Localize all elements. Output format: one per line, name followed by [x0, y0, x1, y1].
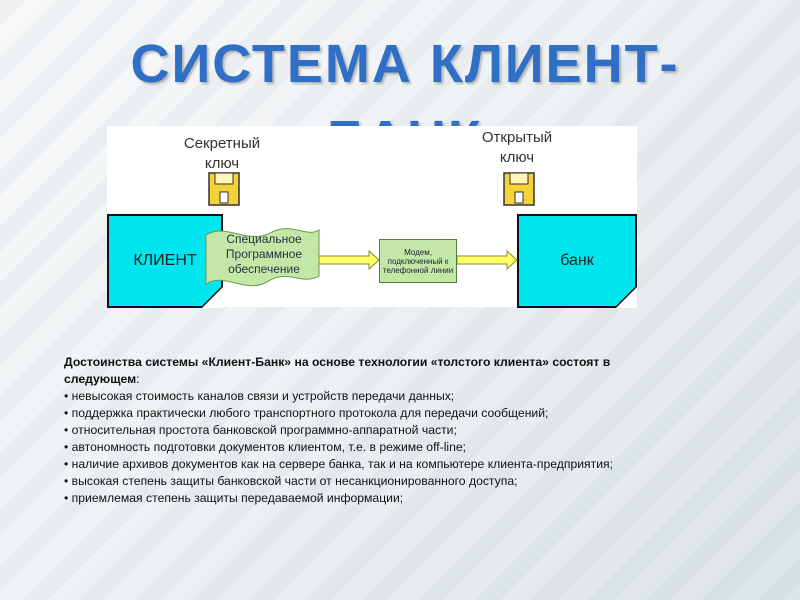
list-item: • наличие архивов документов как на серв…	[64, 457, 614, 471]
software-banner	[205, 228, 320, 287]
secret-key-label: Секретный ключ	[167, 134, 277, 174]
secret-key-label-line1: Секретный	[183, 135, 261, 152]
page-fold-icon	[615, 286, 637, 308]
list-item: • автономность подготовки документов кли…	[64, 440, 467, 454]
advantages-lead-colon: :	[136, 372, 140, 386]
modem-box: Модем, подключенный к телефонной линии	[379, 239, 457, 283]
list-item: • приемлемая степень защиты передаваемой…	[64, 491, 404, 505]
list-item: • невысокая стоимость каналов связи и ус…	[64, 389, 455, 403]
public-key-label-line2: ключ	[499, 149, 535, 166]
client-bank-diagram: Секретный ключ Открытый ключ КЛИЕНТ банк	[107, 126, 637, 308]
client-label: КЛИЕНТ	[133, 252, 197, 269]
advantages-heading: Достоинства системы «Клиент-Банк» на осн…	[64, 354, 686, 388]
software-label: Специальное Программное обеспечение	[209, 232, 319, 277]
arrow-right-icon	[456, 249, 518, 271]
software-label-line1: Специальное	[226, 232, 302, 246]
advantages-lead: Достоинства системы «Клиент-Банк» на осн…	[64, 355, 611, 386]
software-label-line2: Программное	[225, 247, 303, 261]
software-label-line3: обеспечение	[228, 262, 300, 276]
bank-label: банк	[560, 252, 594, 269]
floppy-disk-icon	[208, 172, 240, 206]
list-item: • высокая степень защиты банковской част…	[64, 474, 518, 488]
client-box: КЛИЕНТ	[107, 214, 223, 308]
public-key-label: Открытый ключ	[462, 128, 572, 168]
advantages-text: Достоинства системы «Клиент-Банк» на осн…	[64, 354, 686, 507]
list-item: • относительная простота банковской прог…	[64, 423, 457, 437]
page-fold-icon	[201, 286, 223, 308]
secret-key-label-line2: ключ	[204, 155, 240, 172]
public-key-label-line1: Открытый	[481, 129, 553, 146]
arrow-right-icon	[318, 249, 380, 271]
slide-title: СИСТЕМА КЛИЕНТ-БАНК	[130, 34, 680, 170]
modem-label: Модем, подключенный к телефонной линии	[382, 247, 454, 275]
diagram-arrows	[205, 228, 518, 287]
list-item: • поддержка практически любого транспорт…	[64, 406, 549, 420]
bank-box: банк	[517, 214, 637, 308]
floppy-disk-icon	[503, 172, 535, 206]
